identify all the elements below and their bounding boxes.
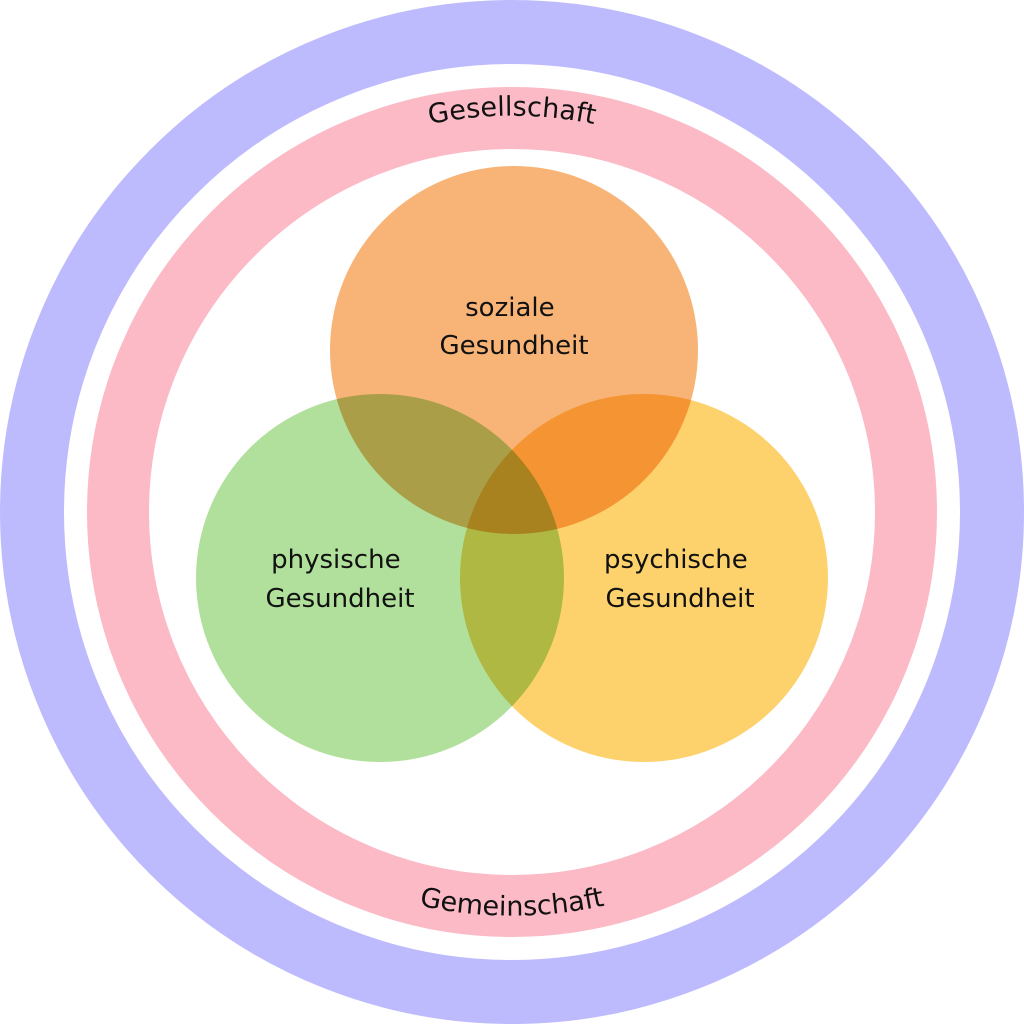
circle-soziale-gesundheit	[330, 166, 698, 534]
label-physische-gesundheit: physische Gesundheit	[265, 545, 414, 614]
label-psychische-gesundheit: psychische Gesundheit	[604, 545, 756, 614]
inner-ring-gemeinschaft	[87, 87, 937, 937]
label-soziale-gesundheit: soziale Gesundheit	[439, 293, 588, 361]
